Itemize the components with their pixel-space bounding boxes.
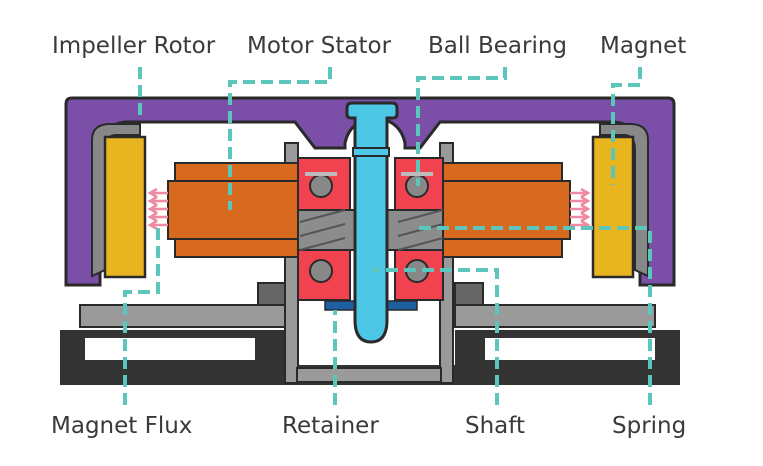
label-shaft: Shaft bbox=[465, 413, 525, 439]
label-motor-stator: Motor Stator bbox=[247, 33, 392, 59]
shaft bbox=[345, 101, 399, 344]
leader-magnet-flux bbox=[123, 225, 160, 405]
magnet-left bbox=[103, 135, 147, 279]
label-retainer: Retainer bbox=[282, 413, 379, 439]
label-spring: Spring bbox=[612, 413, 687, 439]
label-magnet-flux: Magnet Flux bbox=[51, 413, 193, 439]
leader-magnet bbox=[611, 67, 642, 185]
magnet-flux-arrows bbox=[147, 187, 591, 231]
label-impeller-rotor: Impeller Rotor bbox=[52, 33, 216, 59]
retainer-clip-right bbox=[386, 300, 418, 311]
leader-ball-bearing bbox=[416, 67, 507, 186]
leader-spring bbox=[415, 226, 652, 405]
label-ball-bearing: Ball Bearing bbox=[428, 33, 568, 59]
base-plate bbox=[79, 282, 656, 328]
base bbox=[60, 330, 680, 385]
leader-shaft bbox=[372, 268, 499, 405]
retainer-clip-left bbox=[324, 300, 356, 311]
label-magnet: Magnet bbox=[600, 33, 687, 59]
leader-motor-stator bbox=[228, 67, 332, 210]
leader-lines bbox=[123, 67, 652, 405]
